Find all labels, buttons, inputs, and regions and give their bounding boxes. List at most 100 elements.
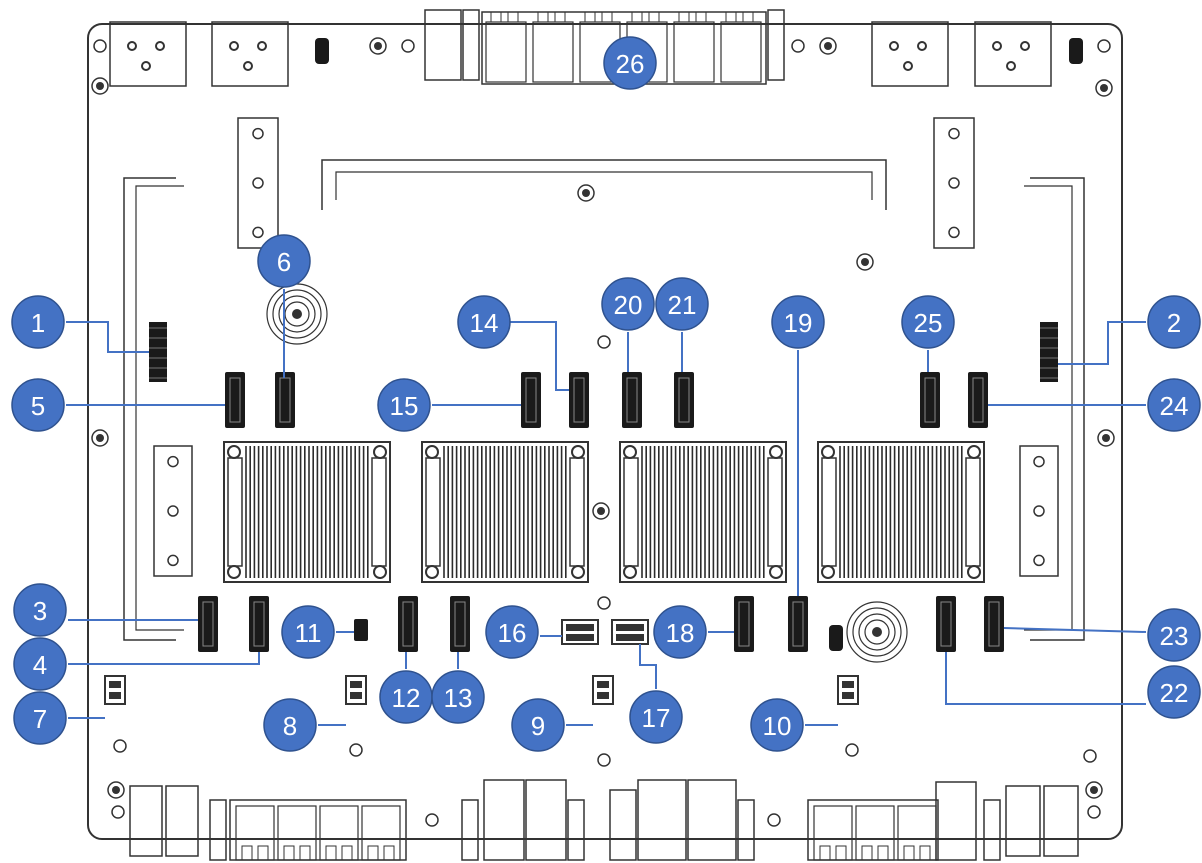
top-port-latch xyxy=(648,11,660,23)
heatsink xyxy=(817,441,985,583)
mounting-hole xyxy=(1083,749,1097,763)
paddle-bottom xyxy=(842,692,854,699)
socket-pin xyxy=(155,41,165,51)
callout-20: 20 xyxy=(601,277,655,331)
callout-circle xyxy=(750,698,804,752)
connector-slot xyxy=(792,601,804,647)
connector-slot xyxy=(202,601,214,647)
mounting-hole xyxy=(93,39,107,53)
socket-pin xyxy=(243,61,253,71)
callout-label: 23 xyxy=(1160,621,1189,651)
heatsink-screw xyxy=(967,445,981,459)
leader-line-14 xyxy=(510,321,569,391)
slim-connector xyxy=(984,596,1004,652)
screw-head xyxy=(577,184,595,202)
callout-24: 24 xyxy=(1147,378,1201,432)
connector-slot xyxy=(402,601,414,647)
callout-2: 2 xyxy=(1147,295,1201,349)
screw-center xyxy=(374,42,382,50)
connector-body xyxy=(450,596,470,652)
callout-13: 13 xyxy=(431,670,485,724)
callout-circle xyxy=(431,670,485,724)
dual-bottom xyxy=(566,634,594,641)
connector-slot xyxy=(678,377,690,423)
top-port-latch xyxy=(537,11,549,23)
mounting-hole xyxy=(767,813,781,827)
screw xyxy=(369,37,387,55)
black-standoff xyxy=(829,625,843,651)
plate-hole xyxy=(252,177,264,189)
bottom-port-latch xyxy=(241,845,253,861)
screw-center xyxy=(1090,786,1098,794)
paddle-frame xyxy=(592,675,614,705)
screw-center xyxy=(1100,84,1108,92)
header-body xyxy=(149,322,167,382)
socket-frame xyxy=(871,21,949,87)
top-port-latch xyxy=(490,11,502,23)
bottom-port-latch xyxy=(819,845,831,861)
heatsink-clip xyxy=(569,457,585,567)
screw-center xyxy=(582,189,590,197)
callout-23: 23 xyxy=(1147,608,1201,662)
leader-line-17 xyxy=(639,644,657,689)
slim-connector xyxy=(734,596,754,652)
plate-hole xyxy=(252,127,264,140)
callout-label: 15 xyxy=(390,391,419,421)
paddle-connector xyxy=(104,675,126,705)
mounting-hole xyxy=(1097,39,1111,53)
paddle-top xyxy=(597,681,609,688)
callout-3: 3 xyxy=(13,583,67,637)
slim-connector xyxy=(920,372,940,428)
heatsink-screw xyxy=(425,565,439,579)
bottom-connector xyxy=(129,785,163,857)
heatsink-screw xyxy=(623,445,637,459)
mounting-hole xyxy=(425,813,439,827)
callout-circle xyxy=(263,698,317,752)
top-port-latch xyxy=(507,11,519,23)
connector-slot xyxy=(573,377,585,423)
slim-connector xyxy=(674,372,694,428)
heatsink-clip xyxy=(623,457,639,567)
socket-pin xyxy=(257,41,267,51)
callout-label: 18 xyxy=(666,618,695,648)
heatsink xyxy=(421,441,589,583)
bottom-port-latch xyxy=(257,845,269,861)
connector-body xyxy=(521,372,541,428)
callout-label: 1 xyxy=(31,308,45,338)
knob-ring xyxy=(852,607,902,657)
screw-head xyxy=(107,781,125,799)
connector-body xyxy=(398,596,418,652)
knob-center xyxy=(292,309,302,319)
bottom-connector xyxy=(637,779,687,861)
callout-circle xyxy=(629,690,683,744)
callout-circle xyxy=(901,295,955,349)
callout-label: 5 xyxy=(31,391,45,421)
callout-18: 18 xyxy=(653,605,707,659)
bottom-connector xyxy=(229,799,407,861)
leader-line-2 xyxy=(1058,321,1146,365)
mounting-plate xyxy=(933,117,975,249)
socket-pin xyxy=(1006,61,1016,71)
round-knob xyxy=(266,283,328,345)
paddle-connector xyxy=(345,675,367,705)
black-standoff xyxy=(315,38,329,64)
top-port-latch xyxy=(678,11,690,23)
top-bracket-left-tab xyxy=(462,9,480,81)
screw xyxy=(91,429,109,447)
slim-connector xyxy=(398,596,418,652)
heatsink-screw xyxy=(623,565,637,579)
bottom-connector xyxy=(807,799,939,861)
callout-label: 21 xyxy=(668,290,697,320)
mounting-hole xyxy=(111,805,125,819)
connector-body xyxy=(788,596,808,652)
socket-pin xyxy=(1020,41,1030,51)
top-port-latch xyxy=(631,11,643,23)
paddle-bottom xyxy=(109,692,121,699)
plate-hole xyxy=(167,505,179,517)
callout-circle xyxy=(1147,378,1201,432)
bottom-port-latch xyxy=(283,845,295,861)
callout-7: 7 xyxy=(13,691,67,745)
board-line-art xyxy=(87,9,1123,861)
plate-hole xyxy=(167,554,179,567)
slim-connector xyxy=(249,596,269,652)
